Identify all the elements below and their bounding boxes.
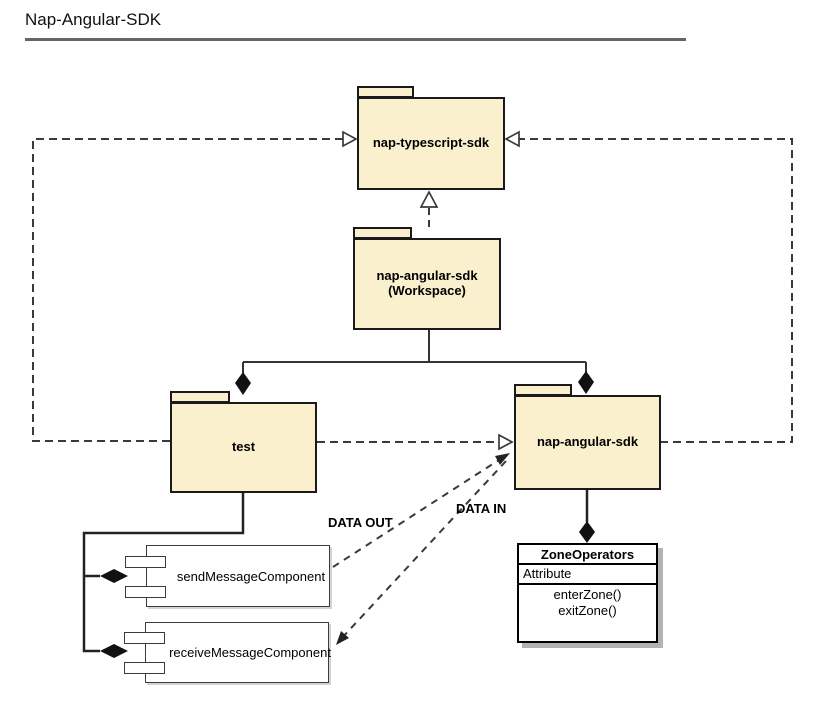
class-zone-operators: ZoneOperators Attribute enterZone() exit… bbox=[517, 543, 658, 643]
edge-data-in bbox=[336, 460, 507, 645]
package-label: test bbox=[231, 439, 256, 455]
package-label-line2: (Workspace) bbox=[388, 283, 466, 298]
class-name: ZoneOperators bbox=[519, 545, 656, 565]
class-method: exitZone() bbox=[558, 603, 617, 619]
component-port-icon bbox=[124, 662, 165, 674]
edge-label-data-in: DATA IN bbox=[456, 501, 507, 516]
component-send-message: sendMessageComponent bbox=[146, 545, 330, 607]
component-receive-message: receiveMessageComponent bbox=[145, 622, 331, 683]
diagram-title: Nap-Angular-SDK bbox=[25, 10, 162, 29]
edge-workspace-realizes-typescript bbox=[419, 190, 439, 227]
edge-label-data-out: DATA OUT bbox=[328, 515, 393, 530]
edge-test-realizes-angular bbox=[317, 433, 514, 451]
component-port-icon bbox=[125, 586, 166, 598]
component-port-icon bbox=[125, 556, 166, 568]
package-label-line1: nap-angular-sdk bbox=[376, 268, 478, 284]
edge-data-out bbox=[332, 453, 510, 568]
class-attribute-row: Attribute bbox=[519, 565, 656, 585]
arrowhead bbox=[495, 453, 510, 465]
composition-diamond bbox=[100, 644, 128, 658]
component-label: sendMessageComponent bbox=[176, 568, 326, 584]
edge-angular-realizes-typescript bbox=[504, 130, 793, 443]
package-nap-angular-sdk: nap-angular-sdk bbox=[514, 395, 661, 490]
edge-workspace-composition bbox=[235, 330, 594, 395]
composition-diamond bbox=[579, 521, 595, 543]
composition-diamond bbox=[235, 372, 251, 395]
arrowhead bbox=[336, 631, 349, 645]
composition-diamond bbox=[578, 371, 594, 394]
class-methods-section: enterZone() exitZone() bbox=[519, 585, 656, 641]
package-nap-angular-sdk-workspace: nap-angular-sdk (Workspace) bbox=[353, 238, 501, 330]
component-port-icon bbox=[124, 632, 165, 644]
class-method: enterZone() bbox=[553, 587, 622, 602]
title-underline bbox=[25, 38, 686, 41]
edge-test-realizes-typescript bbox=[32, 130, 358, 442]
component-label: receiveMessageComponent bbox=[169, 645, 331, 660]
package-label: nap-angular-sdk bbox=[536, 434, 639, 450]
package-label: nap-typescript-sdk bbox=[372, 135, 490, 151]
edge-test-composition bbox=[82, 493, 245, 658]
package-test: test bbox=[170, 402, 317, 493]
edge-angular-zoneoperators bbox=[579, 490, 595, 543]
composition-diamond bbox=[100, 569, 128, 583]
package-nap-typescript-sdk: nap-typescript-sdk bbox=[357, 97, 505, 190]
